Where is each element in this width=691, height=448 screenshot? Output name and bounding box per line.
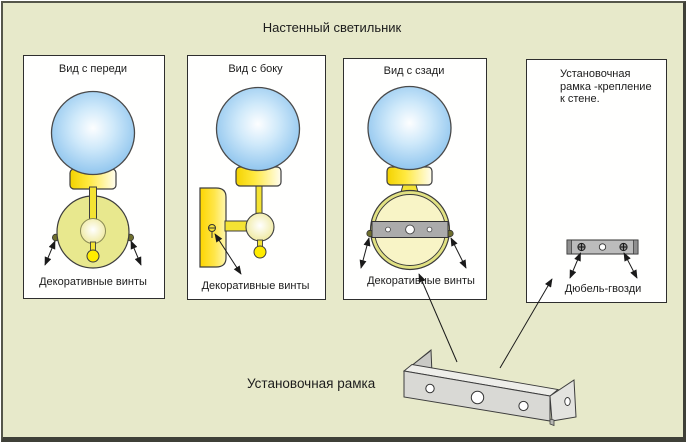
panel-rear-view [343, 58, 487, 300]
panel-front-view [23, 55, 165, 299]
mounting-frame-caption: Установочная рамка [247, 376, 376, 391]
mounting-frame-note-line3: к стене. [560, 93, 600, 105]
page-title: Настенный светильник [262, 20, 402, 35]
side-view-screws-label: Декоративные винты [201, 280, 310, 292]
dowel-nails-label: Дюбель-гвозди [564, 283, 642, 295]
front-view-title: Вид с переди [58, 63, 128, 75]
rear-view-title: Вид с сзади [383, 65, 445, 77]
panel-mounting-frame [526, 59, 667, 303]
mounting-frame-note-line2: рамка -крепление [560, 80, 652, 93]
side-view-title: Вид с боку [228, 63, 283, 75]
mounting-frame-note-line1: Установочная [560, 68, 631, 80]
mounting-frame-note: Установочная рамка -крепление к стене. [560, 68, 662, 106]
rear-view-screws-label: Декоративные винты [367, 275, 475, 287]
front-view-screws-label: Декоративные винты [39, 276, 147, 288]
panel-side-view [187, 55, 326, 300]
